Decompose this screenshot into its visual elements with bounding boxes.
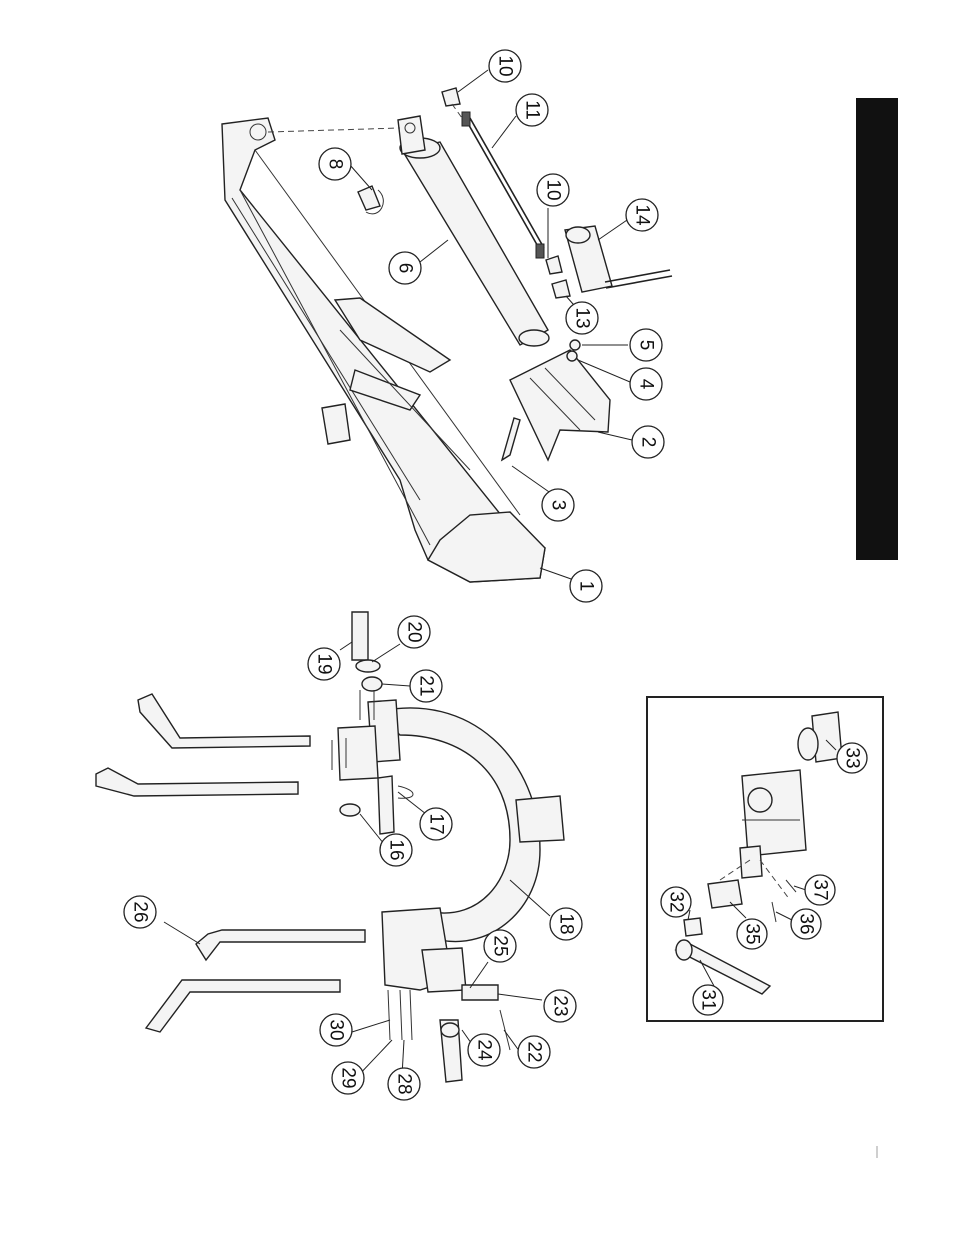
callout-1: 1	[570, 570, 602, 602]
callout-28: 28	[388, 1068, 420, 1100]
callout-17: 17	[420, 808, 452, 840]
callout-16: 16	[380, 834, 412, 866]
callout-10b: 10	[537, 174, 569, 206]
callout-label: 11	[522, 100, 543, 120]
callout-6: 6	[389, 252, 421, 284]
callout-label: 1	[576, 581, 597, 592]
callout-label: 20	[404, 621, 425, 642]
callout-label: 22	[524, 1041, 545, 1062]
callout-label: 23	[550, 995, 571, 1016]
callout-label: 14	[632, 204, 653, 226]
callout-label: 2	[638, 437, 659, 448]
callout-label: 24	[474, 1039, 495, 1061]
callout-36: 36	[791, 909, 821, 939]
callout-label: 21	[416, 675, 437, 696]
callout-4: 4	[630, 368, 662, 400]
callout-label: 4	[636, 379, 657, 390]
callout-30: 30	[320, 1014, 352, 1046]
callout-35: 35	[737, 919, 767, 949]
callout-label: 33	[842, 747, 863, 768]
callout-23: 23	[544, 990, 576, 1022]
callout-label: 25	[490, 935, 511, 956]
callout-3: 3	[542, 489, 574, 521]
callout-31: 31	[693, 985, 723, 1015]
callout-11: 11	[516, 94, 548, 126]
callout-label: 31	[698, 989, 719, 1010]
callout-26: 26	[124, 896, 156, 928]
callout-label: 18	[556, 913, 577, 934]
callout-10a: 10	[489, 50, 521, 82]
beam-assembly	[222, 88, 672, 582]
callout-19: 19	[308, 648, 340, 680]
callout-label: 8	[325, 159, 346, 170]
callout-20: 20	[398, 616, 430, 648]
callout-33: 33	[837, 743, 867, 773]
callout-label: 17	[426, 813, 447, 834]
callout-label: 19	[314, 653, 335, 674]
callout-label: 29	[338, 1067, 359, 1088]
callout-22: 22	[518, 1036, 550, 1068]
callout-label: 3	[548, 500, 569, 511]
callout-label: 13	[572, 307, 593, 328]
callout-18: 18	[550, 908, 582, 940]
callout-label: 35	[742, 923, 763, 944]
callout-25: 25	[484, 930, 516, 962]
callout-8: 8	[319, 148, 351, 180]
callout-label: 26	[130, 901, 151, 922]
callout-label: 16	[386, 839, 407, 860]
bottom-leaders	[164, 642, 550, 1078]
callout-label: 37	[810, 879, 831, 900]
callout-21: 21	[410, 670, 442, 702]
callout-label: 28	[394, 1073, 415, 1094]
callout-label: 10	[495, 55, 516, 76]
callout-2: 2	[632, 426, 664, 458]
callout-5: 5	[630, 329, 662, 361]
callout-label: 32	[666, 891, 687, 912]
callout-label: 36	[796, 913, 817, 934]
callout-24: 24	[468, 1034, 500, 1066]
callout-32: 32	[661, 887, 691, 917]
callout-label: 30	[326, 1019, 347, 1040]
callout-14: 14	[626, 199, 658, 231]
cradle-assembly	[96, 612, 564, 1082]
callout-37: 37	[805, 875, 835, 905]
callout-label: 6	[395, 263, 416, 274]
gearbox-inset	[676, 712, 842, 994]
callout-13: 13	[566, 302, 598, 334]
callout-29: 29	[332, 1062, 364, 1094]
callout-label: 5	[636, 340, 657, 351]
callout-label: 10	[543, 179, 564, 200]
